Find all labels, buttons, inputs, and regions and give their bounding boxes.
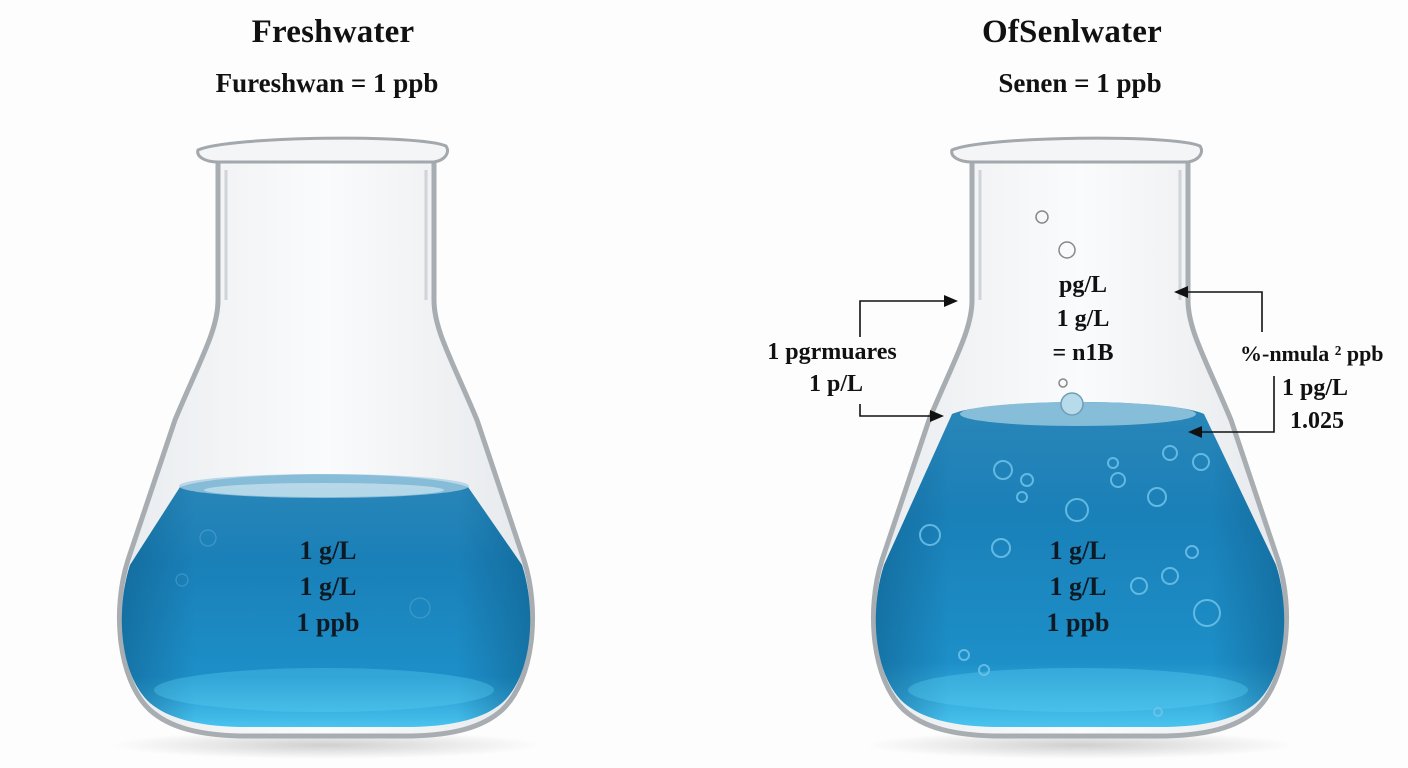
right-callout-line-3: 1.025 — [1290, 408, 1344, 434]
arrowheads — [930, 286, 1202, 438]
liquid-label: 1 g/L — [299, 572, 357, 601]
left-callout: 1 pgrmuares 1 p/L — [757, 336, 907, 400]
liquid-label: 1 ppb — [296, 608, 360, 637]
liquid-label: 1 g/L — [299, 536, 357, 565]
saltwater-liquid-labels: 1 g/L 1 g/L 1 ppb — [998, 533, 1158, 641]
freshwater-liquid-labels: 1 g/L 1 g/L 1 ppb — [248, 533, 408, 641]
saltwater-neck-labels: pg/L 1 g/L = n1B — [1013, 268, 1153, 370]
right-callout-line-2: 1 pg/L — [1282, 375, 1349, 401]
liquid-label: 1 g/L — [1049, 572, 1107, 601]
liquid-label: 1 ppb — [1046, 608, 1110, 637]
saltwater-title: OfSenlwater — [982, 14, 1162, 50]
neck-label: 1 g/L — [1056, 306, 1110, 332]
freshwater-flask — [111, 136, 541, 759]
freshwater-title: Freshwater — [251, 14, 415, 50]
saltwater-subtitle: Senen = 1 ppb — [998, 68, 1162, 98]
callout-line: 1 p/L — [808, 371, 864, 397]
callout-lines — [859, 291, 1275, 433]
saltwater-flask — [859, 136, 1295, 759]
callout-line: 1 pgrmuares — [767, 339, 897, 365]
neck-label: pg/L — [1058, 272, 1108, 298]
freshwater-subtitle: Fureshwan = 1 ppb — [215, 68, 439, 98]
neck-label: = n1B — [1052, 340, 1114, 366]
right-callout-line-1: %-nmula ² ppb — [1240, 341, 1384, 366]
liquid-label: 1 g/L — [1049, 536, 1107, 565]
